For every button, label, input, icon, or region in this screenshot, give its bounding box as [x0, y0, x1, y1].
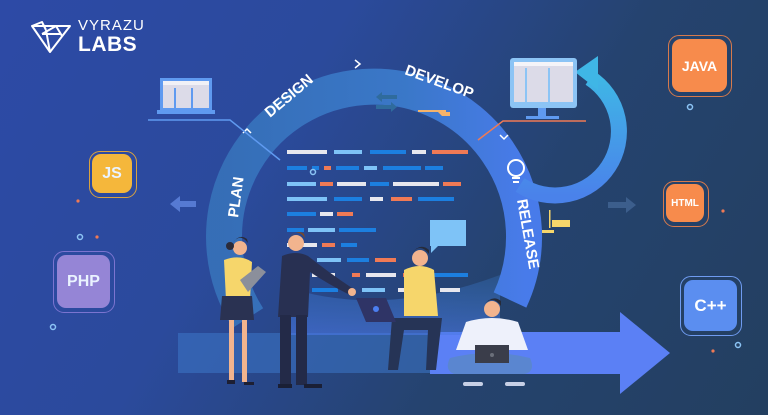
lang-tile-java: JAVA [672, 39, 727, 92]
lang-java-label: JAVA [681, 57, 718, 74]
brand-name-top: VYRAZU [78, 17, 145, 34]
lang-tile-php-frame [53, 251, 115, 313]
lang-tile-js: JS [92, 154, 132, 193]
lang-html-label: HTML [671, 197, 699, 209]
lang-tile-java-frame [668, 35, 732, 97]
stage-plan: PLAN [225, 176, 248, 219]
lang-tile-html: HTML [666, 184, 704, 222]
lang-tile-php: PHP [57, 255, 110, 308]
person-man-crosslegged [447, 298, 532, 386]
person-man-suit [278, 232, 356, 388]
lang-tile-cpp-frame [680, 276, 742, 336]
brand-logo: VYRAZU LABS [30, 18, 145, 55]
monitor-icon [477, 58, 586, 141]
fox-geometric-icon [31, 20, 71, 53]
person-man-laptop [356, 246, 442, 370]
brand-name-bottom: LABS [78, 33, 138, 56]
lang-cpp-label: C++ [694, 295, 727, 315]
speech-bubble-icon [430, 220, 466, 253]
person-woman-tablet [220, 236, 266, 385]
lightbulb-icon [507, 159, 525, 183]
lang-tile-html-frame [663, 181, 709, 227]
laptop-icon [148, 78, 281, 161]
lang-php-label: PHP [67, 272, 100, 290]
lang-tile-js-frame [89, 151, 137, 198]
lang-js-label: JS [102, 164, 122, 182]
lang-tile-cpp: C++ [684, 280, 737, 331]
